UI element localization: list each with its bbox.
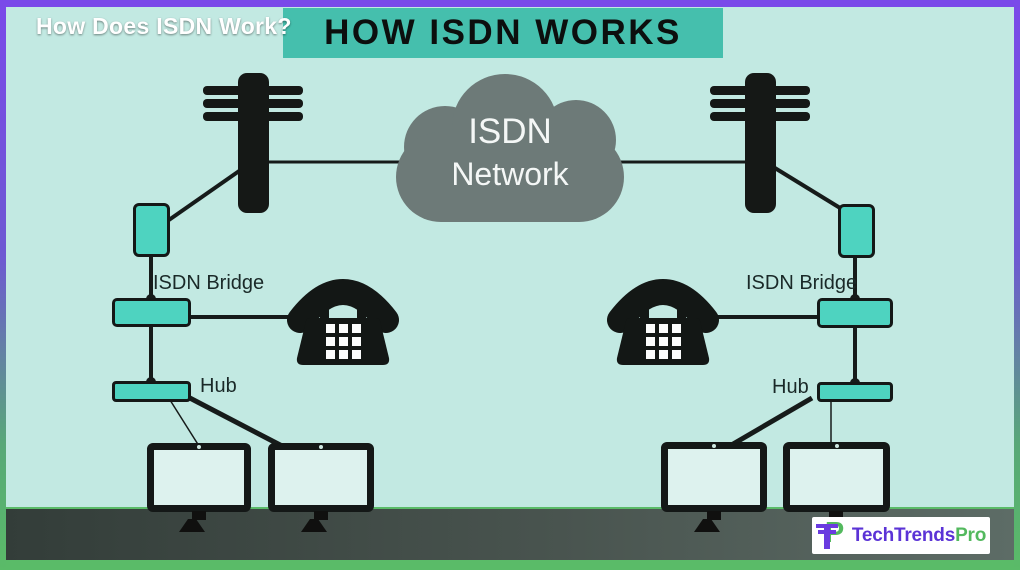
brand-name: TechTrendsPro	[851, 524, 987, 547]
cloud-base	[396, 132, 624, 222]
frame-border-top	[0, 0, 1020, 7]
monitor-stand	[301, 519, 327, 532]
hub-left	[112, 381, 191, 402]
hub-label-right: Hub	[772, 376, 809, 398]
cloud-label: ISDN Network	[396, 110, 624, 194]
isdn-bridge-label-left: ISDN Bridge	[153, 272, 265, 294]
monitor-stand	[192, 511, 206, 520]
monitor-stand	[829, 511, 843, 520]
telephone-icon-left	[287, 279, 399, 365]
telephone-icon-right	[607, 279, 719, 365]
brand-name-secondary: Pro	[955, 524, 987, 546]
isdn-network-cloud: ISDN Network	[396, 74, 624, 224]
utility-pole-right	[710, 73, 810, 213]
monitor-camera-dot	[197, 445, 201, 449]
brand-logo-icon: P	[815, 517, 848, 551]
utility-pole-left	[203, 73, 303, 213]
footer-caption: How Does ISDN Work?	[36, 13, 292, 39]
isdn-bridge-left	[112, 298, 191, 327]
isdn-terminal-box-right	[838, 204, 875, 258]
hub-right	[817, 382, 893, 402]
cloud-label-line2: Network	[451, 155, 569, 192]
computer-monitor	[661, 442, 767, 512]
monitor-camera-dot	[319, 445, 323, 449]
hub-label-left: Hub	[200, 375, 237, 397]
pole-mast	[238, 73, 269, 213]
frame-border-left	[0, 0, 6, 570]
frame-border-right	[1014, 0, 1020, 570]
isdn-terminal-box-left	[133, 203, 170, 257]
brand-name-primary: TechTrends	[851, 524, 956, 546]
isdn-bridge-right	[817, 298, 893, 328]
pole-mast	[745, 73, 776, 213]
monitor-stand	[694, 519, 720, 532]
computer-monitor	[268, 443, 374, 512]
monitor-stand	[707, 511, 721, 520]
computer-monitor	[147, 443, 251, 512]
page-title: HOW ISDN WORKS	[283, 8, 723, 58]
isdn-bridge-label-right: ISDN Bridge	[746, 272, 858, 294]
monitor-stand	[314, 511, 328, 520]
monitor-camera-dot	[712, 444, 716, 448]
monitor-camera-dot	[834, 444, 839, 448]
frame-border-bottom	[0, 560, 1020, 570]
computer-monitor	[783, 442, 890, 512]
brand-logo: P TechTrendsPro	[812, 517, 990, 554]
monitor-stand	[179, 519, 205, 532]
cloud-label-line1: ISDN	[468, 112, 552, 151]
brand-monogram-t-stem	[823, 523, 830, 549]
